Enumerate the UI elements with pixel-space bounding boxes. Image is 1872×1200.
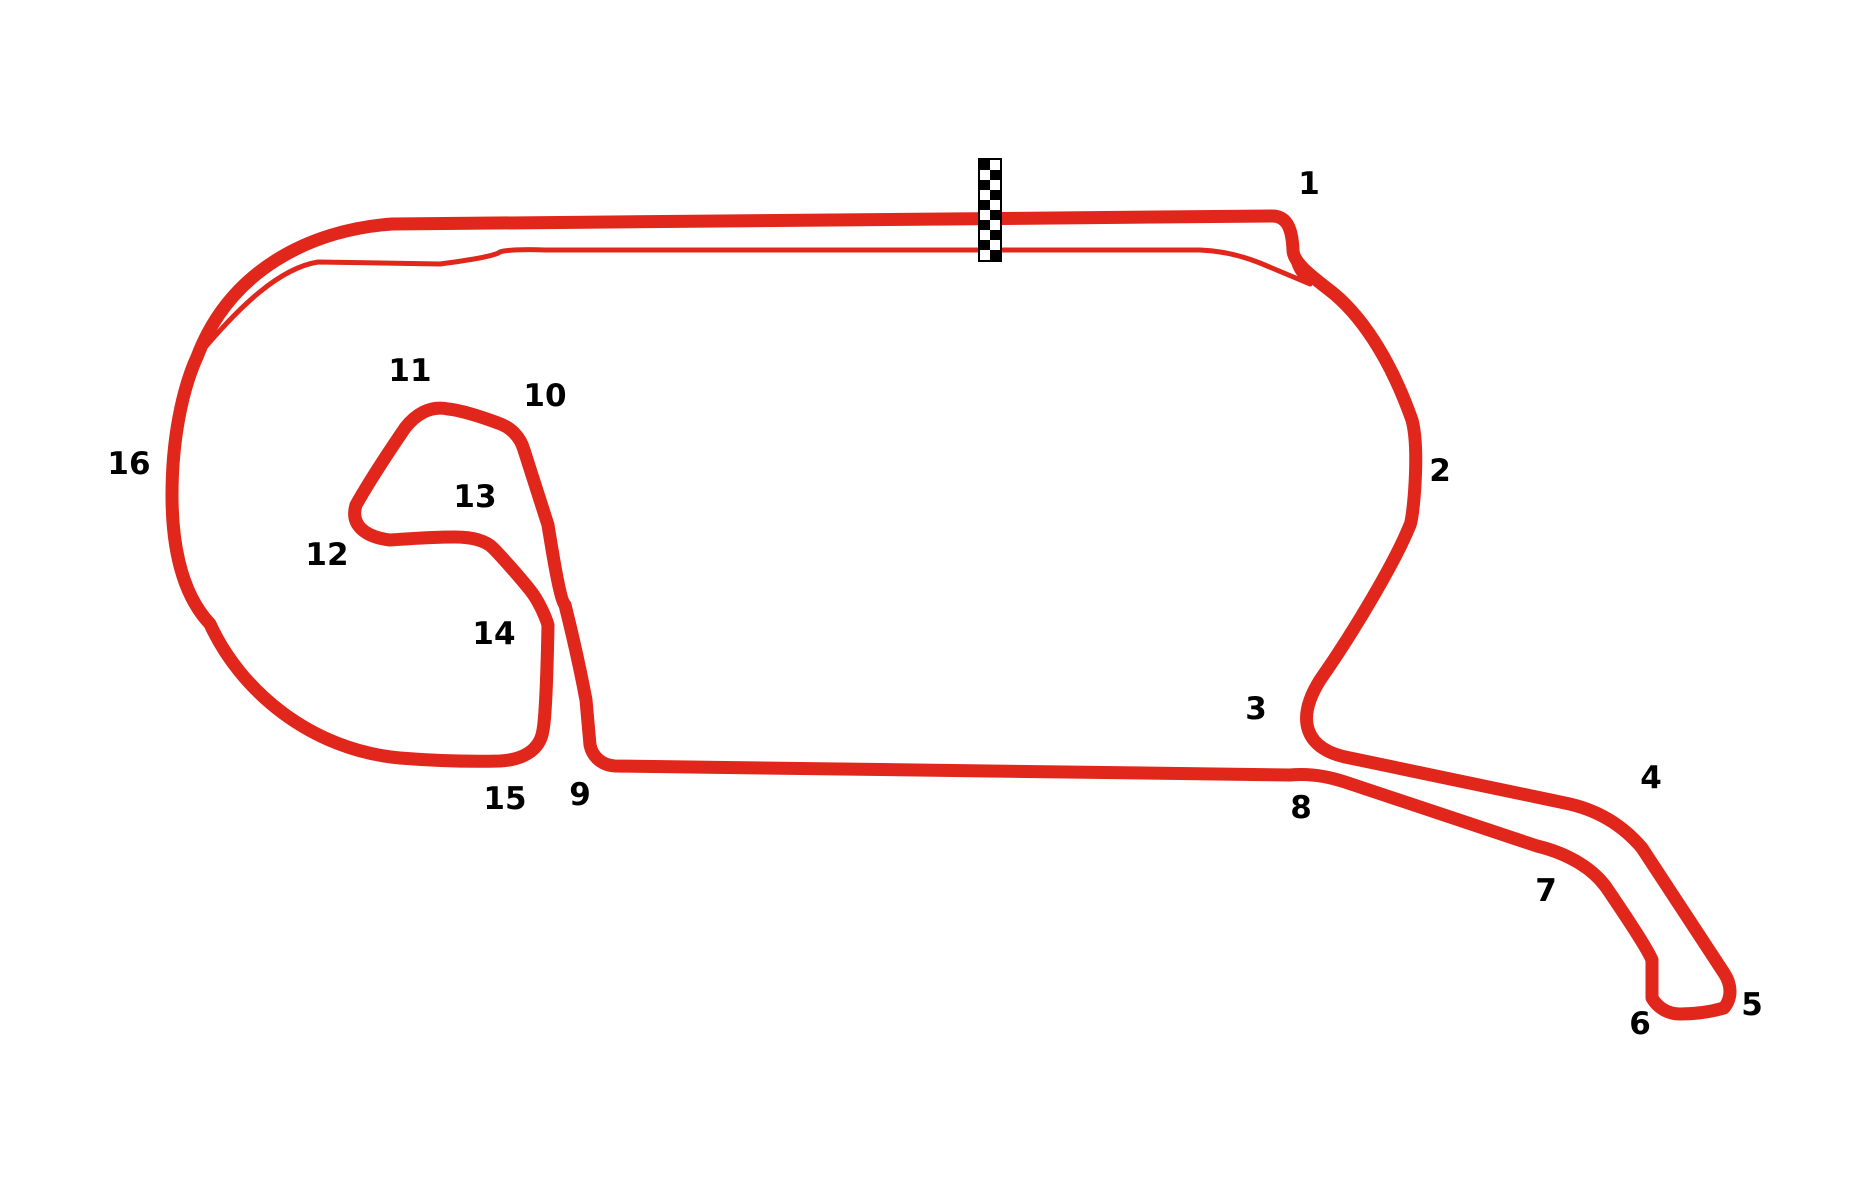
- checkered-flag-square: [980, 230, 990, 240]
- turn-label-16: 16: [107, 446, 150, 482]
- turn-label-2: 2: [1429, 453, 1451, 489]
- turn-label-11: 11: [388, 353, 431, 389]
- checkered-flag-square: [990, 200, 1000, 210]
- turn-label-5: 5: [1741, 987, 1763, 1023]
- checkered-flag-square: [980, 240, 990, 250]
- race-track: [165, 209, 1737, 1021]
- turn-label-4: 4: [1640, 760, 1662, 796]
- checkered-flag-square: [990, 220, 1000, 230]
- checkered-flag-square: [990, 170, 1000, 180]
- checkered-flag-square: [980, 190, 990, 200]
- checkered-flag-square: [980, 170, 990, 180]
- checkered-flag-square: [980, 180, 990, 190]
- checkered-flag-square: [990, 250, 1000, 260]
- pit-lane: [194, 247, 1313, 360]
- turn-label-10: 10: [523, 378, 566, 414]
- turn-label-7: 7: [1535, 873, 1557, 909]
- checkered-flag-square: [980, 220, 990, 230]
- turn-label-8: 8: [1290, 790, 1312, 826]
- checkered-flag-square: [990, 190, 1000, 200]
- turn-label-13: 13: [453, 479, 496, 515]
- turn-label-3: 3: [1245, 691, 1267, 727]
- turn-label-14: 14: [472, 616, 515, 652]
- checkered-flag-square: [980, 210, 990, 220]
- turn-label-9: 9: [569, 777, 591, 813]
- checkered-flag-square: [980, 200, 990, 210]
- checkered-flag-square: [990, 210, 1000, 220]
- checkered-flag-square: [980, 250, 990, 260]
- checkered-flag-icon: [978, 158, 1002, 262]
- checkered-flag-square: [990, 180, 1000, 190]
- turn-label-6: 6: [1629, 1006, 1651, 1042]
- turn-label-1: 1: [1298, 166, 1320, 202]
- turn-label-15: 15: [483, 781, 526, 817]
- checkered-flag-square: [990, 230, 1000, 240]
- checkered-flag-square: [980, 160, 990, 170]
- checkered-flag-square: [990, 240, 1000, 250]
- checkered-flag-square: [990, 160, 1000, 170]
- turn-label-12: 12: [305, 537, 348, 573]
